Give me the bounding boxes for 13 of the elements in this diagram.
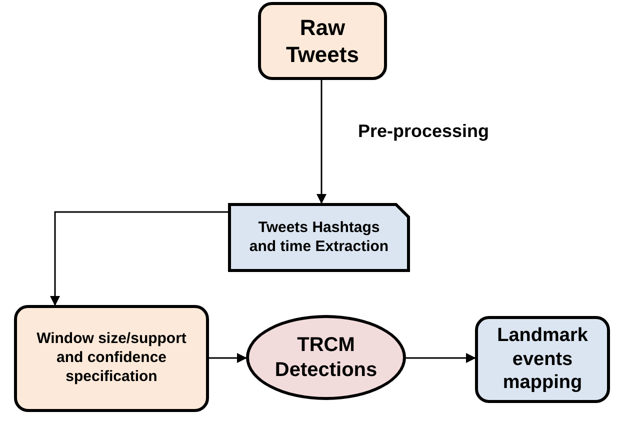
- process-box: [14, 305, 209, 412]
- node-label: Window size/support and confidence specification: [36, 330, 188, 387]
- arrow: [406, 353, 476, 363]
- node-label: Raw Tweets: [285, 14, 360, 68]
- document-box: [228, 203, 410, 272]
- node-label: Tweets Hashtags and time Extraction: [248, 218, 390, 256]
- process-box: [258, 2, 387, 80]
- node-label: Landmark events mapping: [496, 324, 589, 396]
- arrow: [209, 353, 247, 363]
- arrow: [50, 211, 228, 306]
- node-label: TRCM Detections: [274, 332, 378, 382]
- arrow: [316, 80, 326, 204]
- process-box: [475, 316, 610, 403]
